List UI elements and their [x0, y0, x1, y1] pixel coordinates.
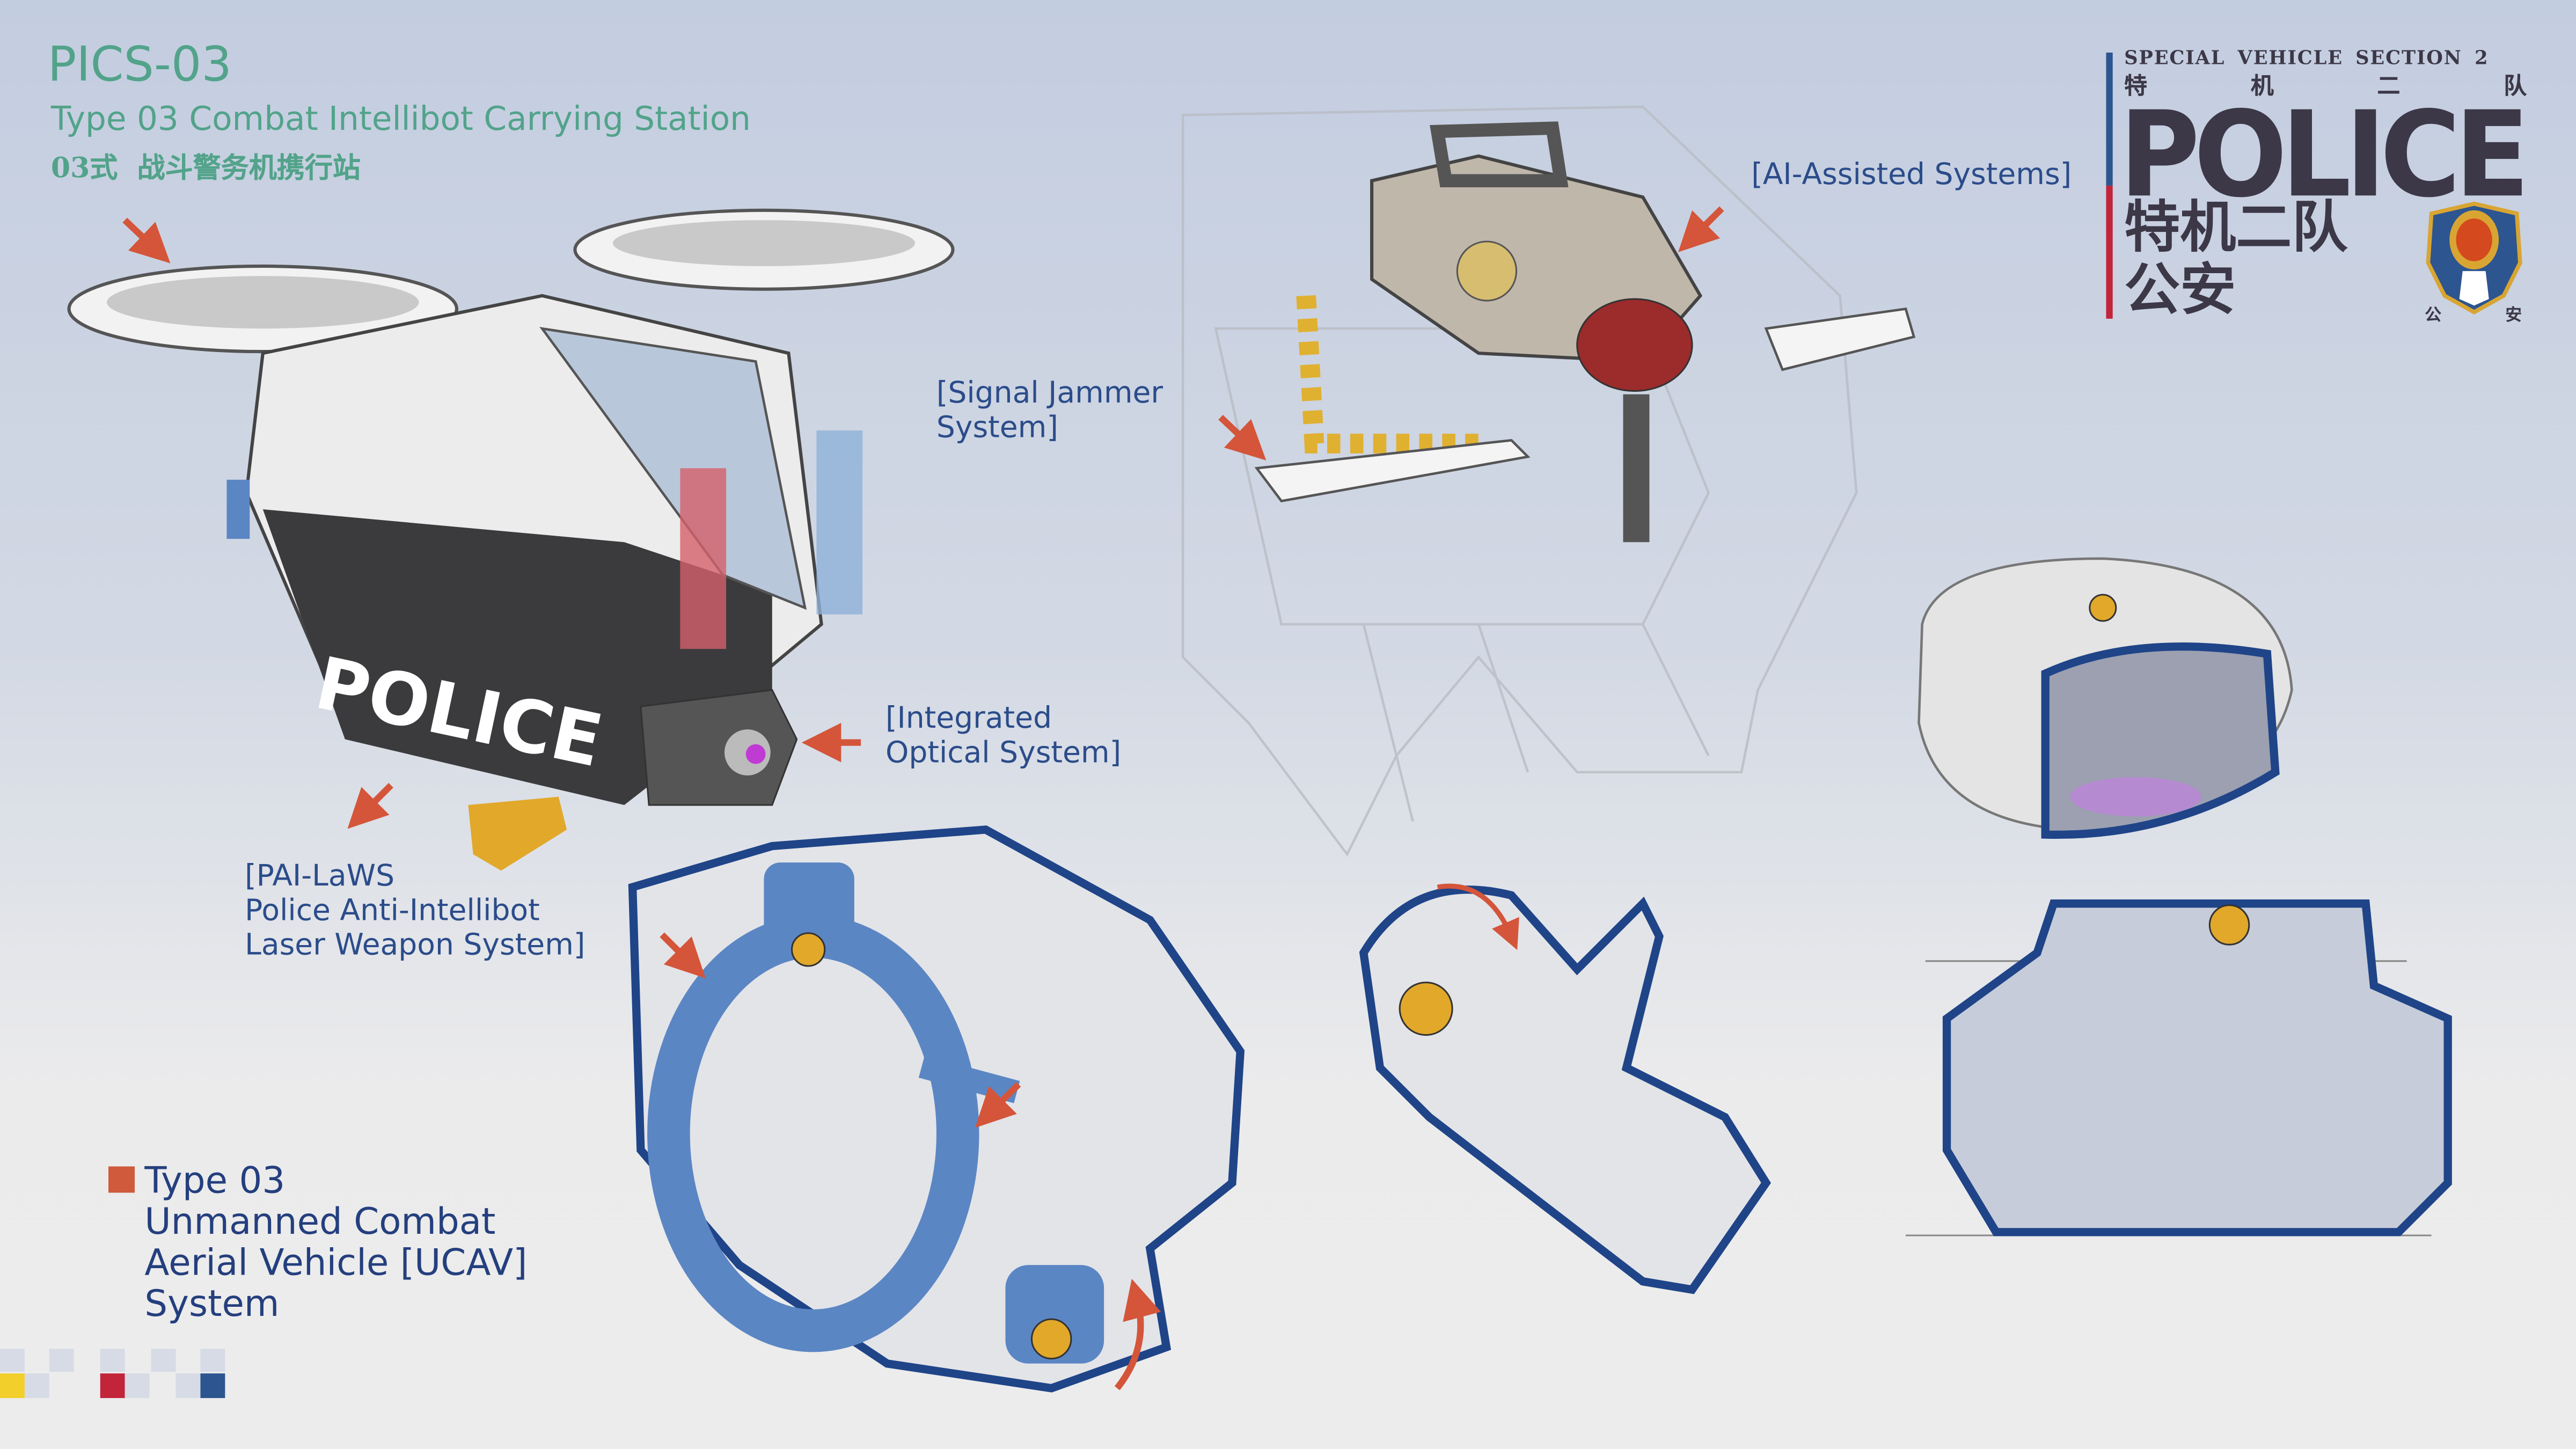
logo-char: 队 — [2504, 74, 2527, 100]
logo-section-en: SPECIAL VEHICLE SECTION 2 — [2124, 46, 2489, 69]
logo-unit-zh: 特机二队 — [2124, 195, 2348, 261]
label-signal-jammer: [Signal Jammer System] — [936, 376, 1163, 445]
arm-joint-illustration — [1359, 883, 1771, 1294]
sheet-code: PICS-03 — [47, 36, 232, 92]
label-integrated-optical: [Integrated Optical System] — [885, 701, 1122, 771]
logo-gongan: 公安 — [2124, 258, 2236, 324]
arrow-icon — [975, 1082, 1021, 1128]
ring-mount-illustration — [628, 825, 1245, 1393]
logo-section-zh: 特 机 二 队 — [2124, 69, 2527, 102]
arrow-icon — [347, 782, 393, 829]
logo-char: 特 — [2124, 74, 2147, 100]
arrow-icon — [122, 217, 171, 264]
callout-arrows — [122, 206, 1724, 1391]
logo-bar-blue — [2106, 52, 2113, 186]
logo-bar-red — [2106, 185, 2113, 319]
ai-device-illustration — [1254, 121, 1916, 543]
arrow-icon — [1114, 1278, 1161, 1391]
housing-illustration — [1905, 899, 2452, 1236]
mech-sketch-illustration — [1181, 105, 1858, 857]
arrow-icon — [1678, 206, 1724, 252]
legend-text: Type 03 Unmanned Combat Aerial Vehicle [… — [144, 1161, 528, 1326]
logo-police: POLICE — [2119, 85, 2530, 224]
arrow-icon — [660, 932, 706, 978]
arrow-icon — [1218, 415, 1267, 460]
badge-char-right: 安 — [2505, 307, 2522, 326]
sheet-title-zh: 03式 战斗警务机携行站 — [50, 152, 361, 186]
pixel-decoration — [0, 1349, 225, 1399]
label-ai-assisted: [AI-Assisted Systems] — [1751, 157, 2072, 193]
logo-char: 二 — [2377, 74, 2401, 100]
drone-main-illustration: POLICE — [67, 208, 955, 871]
sheet-title-en: Type 03 Combat Intellibot Carrying Stati… — [50, 98, 751, 138]
legend-swatch — [108, 1166, 135, 1193]
badge-char-left: 公 — [2425, 307, 2441, 326]
label-pai-laws: [PAI-LaWS Police Anti-Intellibot Laser W… — [245, 859, 586, 963]
logo-char: 机 — [2250, 74, 2274, 100]
sensor-pod-illustration — [1918, 557, 2293, 839]
